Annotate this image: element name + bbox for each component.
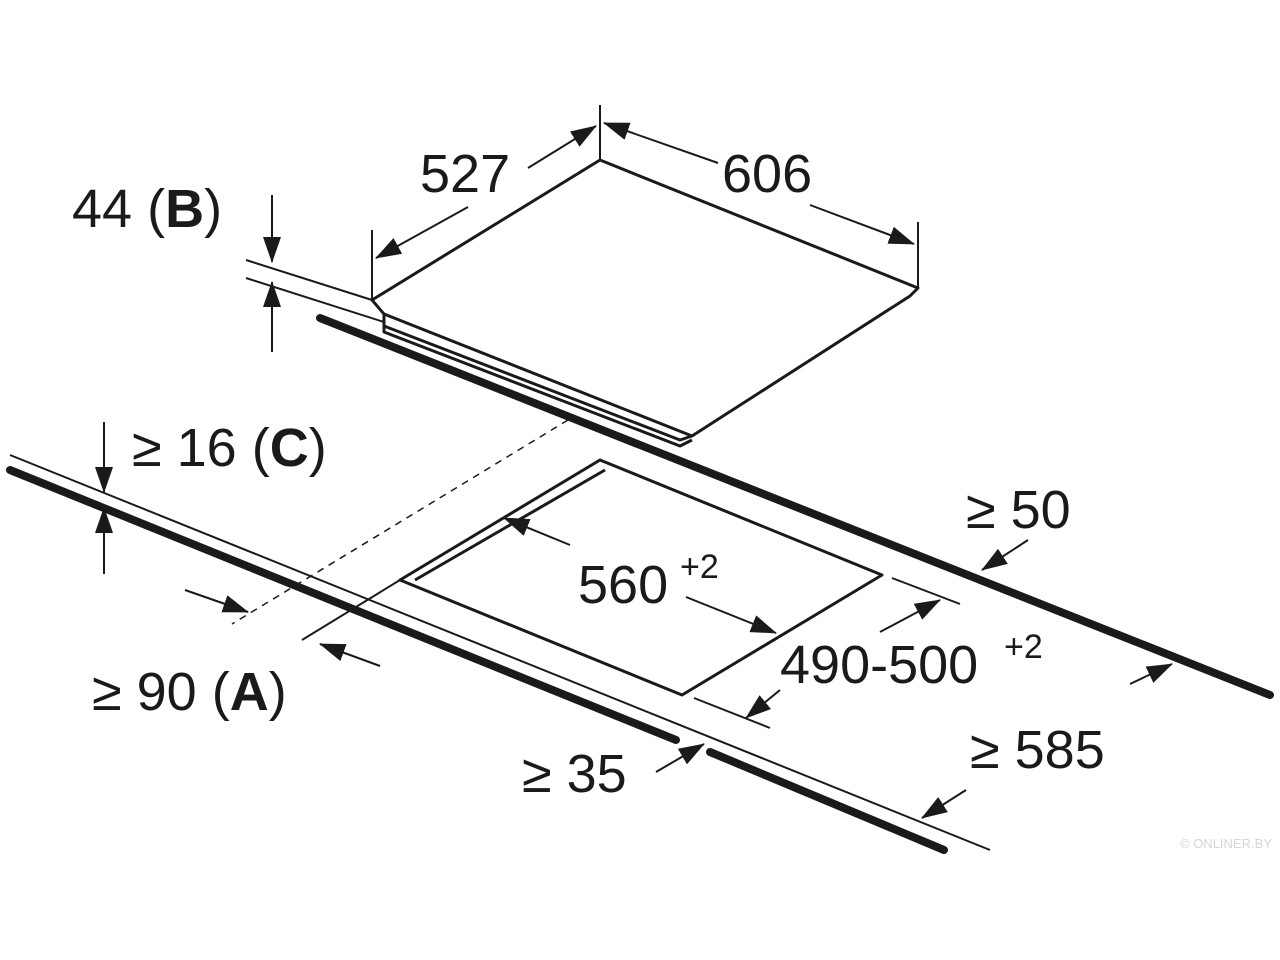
arrow-527-right [527, 125, 597, 169]
dim-560: 560 +2 [503, 517, 777, 634]
arrow-90-left [319, 643, 381, 667]
arrow-606-left [603, 122, 719, 164]
arrow-90-right [184, 589, 249, 613]
worktop-front-edge-right [706, 748, 948, 854]
dim-490-500: 490-500 +2 [693, 577, 1043, 729]
arrow-585-up [1129, 663, 1173, 685]
arrow-490-up [879, 599, 941, 633]
cutout-inner-edge [414, 468, 606, 582]
label-527: 527 [420, 144, 510, 204]
label-606: 606 [722, 144, 812, 204]
dim-50: ≥ 50 [966, 480, 1071, 571]
label-490-500-tolerance: +2 [1004, 628, 1043, 666]
ext-44-bottom [245, 277, 385, 323]
dim-90-a: ≥ 90 (A) [92, 579, 401, 722]
dim-585: ≥ 585 [921, 663, 1173, 819]
label-50: ≥ 50 [966, 480, 1071, 540]
cutout-outline [398, 458, 884, 697]
ext-490-top [891, 577, 961, 605]
arrow-490-down [745, 689, 781, 719]
dim-16-c: ≥ 16 (C) [95, 418, 327, 574]
label-560: 560 [578, 555, 668, 615]
worktop-back-edge [316, 314, 1274, 699]
centerline-dashed [231, 419, 569, 625]
arrow-606-right [809, 204, 915, 245]
label-490-500: 490-500 [780, 635, 978, 695]
dim-35: ≥ 35 [522, 743, 705, 804]
label-44-b: 44 (B) [72, 179, 222, 239]
dim-44-b: 44 (B) [72, 179, 385, 352]
arrow-35 [655, 743, 705, 773]
hob-base [382, 326, 693, 448]
worktop [6, 314, 1274, 854]
ext-90-cutout [301, 579, 401, 641]
worktop-front-edge-left [6, 466, 680, 744]
dim-606: 606 [603, 122, 915, 245]
worktop-top-front-edge [9, 454, 991, 851]
arrow-585-down [921, 789, 967, 819]
label-35: ≥ 35 [522, 744, 627, 804]
label-560-tolerance: +2 [680, 548, 719, 586]
arrow-527-left [375, 206, 469, 259]
watermark: © ONLINER.BY [1180, 836, 1272, 851]
hob-panel [370, 105, 920, 448]
label-90-a: ≥ 90 (A) [92, 662, 287, 722]
label-585: ≥ 585 [970, 720, 1105, 780]
arrow-50 [981, 539, 1029, 571]
arrow-560-right [685, 596, 777, 634]
ext-44-top [245, 259, 373, 301]
arrow-560-left [503, 517, 571, 546]
ext-490-bottom [693, 697, 771, 729]
label-16-c: ≥ 16 (C) [132, 418, 327, 478]
dim-527: 527 [375, 125, 597, 259]
hob-glass-edge [382, 314, 693, 442]
